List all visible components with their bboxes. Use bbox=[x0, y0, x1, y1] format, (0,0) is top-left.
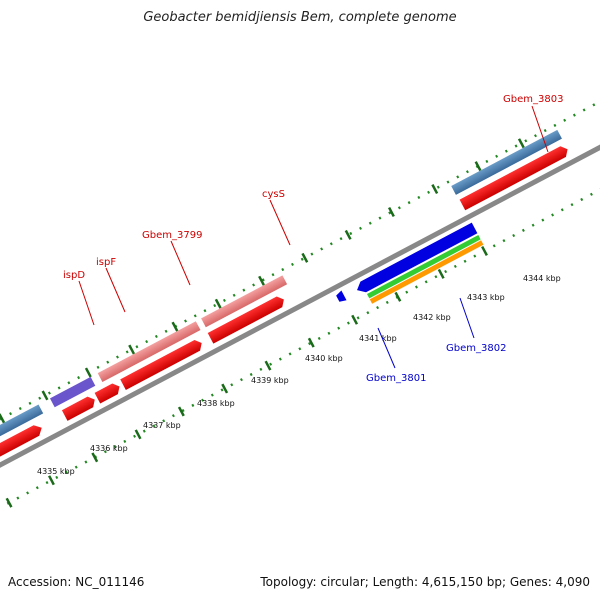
gene-ispd-purple[interactable] bbox=[49, 376, 96, 408]
cds-gbem3799[interactable] bbox=[120, 338, 204, 390]
cds-cyss[interactable] bbox=[207, 294, 287, 344]
forward-tick-track bbox=[0, 71, 600, 467]
accession-text: Accession: NC_011146 bbox=[8, 575, 145, 589]
scale-label-4341: 4341 kbp bbox=[359, 334, 397, 343]
genome-summary-text: Topology: circular; Length: 4,615,150 bp… bbox=[260, 575, 590, 589]
cds-ispf[interactable] bbox=[94, 381, 123, 404]
cds-ispd[interactable] bbox=[61, 394, 98, 421]
scale-label-4337: 4337 kbp bbox=[143, 421, 181, 430]
map-title: Geobacter bemidjiensis Bem, complete gen… bbox=[143, 10, 457, 25]
label-ispf[interactable]: ispF bbox=[96, 257, 116, 268]
label-gbem3803[interactable]: Gbem_3803 bbox=[503, 94, 563, 105]
scale-label-4342: 4342 kbp bbox=[413, 313, 451, 322]
gene-left-blue[interactable] bbox=[0, 404, 44, 461]
reverse-major-ticks bbox=[5, 245, 488, 508]
gene-gbem3799[interactable] bbox=[97, 321, 201, 382]
label-cyss[interactable]: cysS bbox=[262, 189, 285, 200]
label-gbem3799[interactable]: Gbem_3799 bbox=[142, 230, 202, 241]
cds-gbem3803[interactable] bbox=[459, 144, 571, 211]
scale-label-4335: 4335 kbp bbox=[37, 467, 75, 476]
genome-backbone bbox=[0, 106, 600, 504]
scale-label-4340: 4340 kbp bbox=[305, 354, 343, 363]
scale-label-4339: 4339 kbp bbox=[251, 376, 289, 385]
label-ispd[interactable]: ispD bbox=[63, 270, 85, 281]
label-gbem3802[interactable]: Gbem_3802 bbox=[446, 343, 506, 354]
reverse-label-leaders bbox=[377, 297, 475, 369]
label-gbem3801[interactable]: Gbem_3801 bbox=[366, 373, 426, 384]
gene-gbem3802-orange[interactable] bbox=[369, 240, 484, 304]
forward-major-ticks bbox=[0, 138, 525, 424]
reverse-tick-track bbox=[0, 140, 600, 536]
scale-label-4343: 4343 kbp bbox=[467, 293, 505, 302]
gene-cyss[interactable] bbox=[201, 275, 288, 328]
cds-gbem3802-blue[interactable] bbox=[354, 222, 478, 296]
scale-label-4344: 4344 kbp bbox=[523, 274, 561, 283]
cds-gbem3801[interactable] bbox=[335, 290, 347, 304]
forward-label-leaders bbox=[78, 105, 549, 326]
scale-label-4336: 4336 kbp bbox=[90, 444, 128, 453]
cds-left[interactable] bbox=[0, 422, 45, 477]
gene-gbem3803[interactable] bbox=[451, 129, 562, 195]
scale-label-4338: 4338 kbp bbox=[197, 399, 235, 408]
gene-gbem3802-green[interactable] bbox=[366, 235, 481, 299]
